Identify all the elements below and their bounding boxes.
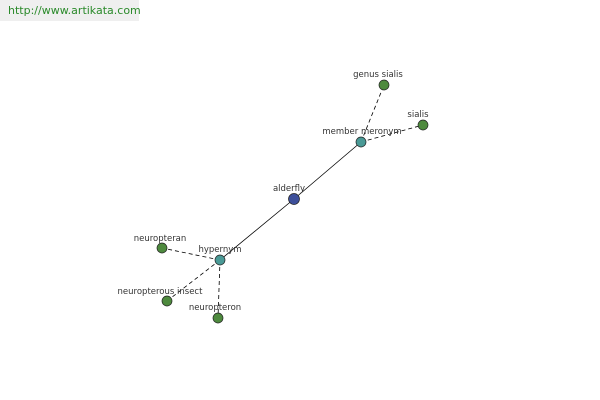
labels-layer: alderfly member meronym hypernym genus sial… [118,70,430,313]
edge-alderfly-to-hypernym [219,198,295,261]
node-neuropteran[interactable] [156,242,168,254]
node-label-sialis[interactable]: sialis [407,110,429,120]
node-label-hypernym[interactable]: hypernym [198,245,241,255]
node-label-neuropteron[interactable]: neuropteron [189,303,241,313]
edge-alderfly-to-member-meronym [293,141,362,200]
node-alderfly[interactable] [288,193,300,205]
node-hypernym[interactable] [214,254,226,266]
edge-member-meronym-to-genus-sialis [360,84,385,143]
edge-hypernym-to-neuropteron [217,259,221,319]
node-label-neuropteran[interactable]: neuropteran [134,234,187,244]
edge-hypernym-to-neuropteran [161,247,221,261]
node-genus-sialis[interactable] [378,79,390,91]
node-neuropterous-insect[interactable] [161,295,173,307]
node-label-member-meronym[interactable]: member meronym [322,127,401,137]
node-neuropteron[interactable] [212,312,224,324]
node-member-meronym[interactable] [355,136,367,148]
node-label-neuropterous-insect[interactable]: neuropterous insect [118,287,204,297]
node-sialis[interactable] [417,119,429,131]
node-label-genus-sialis[interactable]: genus sialis [353,70,403,80]
edge-member-meronym-to-sialis [360,124,424,143]
nodes-layer [156,79,429,324]
edges-layer [161,84,424,319]
site-url-link[interactable]: http://www.artikata.com [0,0,141,21]
node-label-alderfly[interactable]: alderfly [273,184,305,194]
